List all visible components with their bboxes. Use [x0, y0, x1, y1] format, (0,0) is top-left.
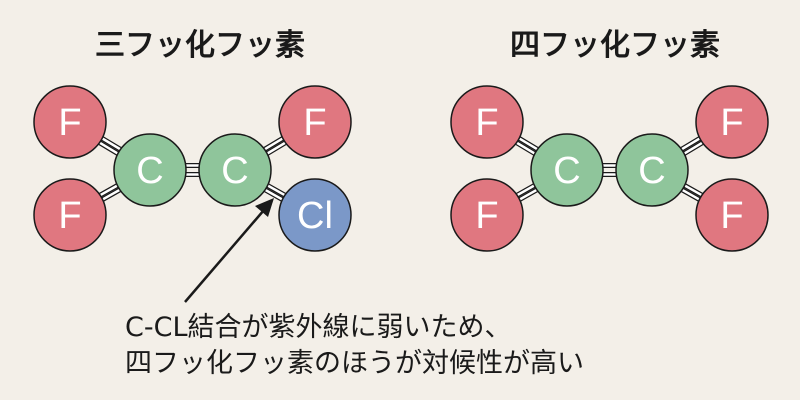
- atom-label: Cl: [297, 195, 333, 237]
- atom-c: C: [113, 133, 187, 207]
- caption-line-2: 四フッ化フッ素のほうが対候性が高い: [125, 348, 584, 379]
- atoms: F F C C F Cl F F C C F F: [33, 85, 769, 252]
- atom-label: C: [221, 150, 248, 192]
- atom-f: F: [278, 85, 352, 159]
- atom-c: C: [198, 133, 272, 207]
- atom-label: F: [58, 102, 81, 144]
- atom-label: F: [720, 195, 743, 237]
- atom-label: C: [136, 150, 163, 192]
- atom-label: F: [475, 195, 498, 237]
- atom-f: F: [450, 85, 524, 159]
- atom-f: F: [695, 85, 769, 159]
- caption-line-1: C-CL結合が紫外線に弱いため、: [125, 312, 512, 343]
- atom-label: C: [638, 150, 665, 192]
- atom-c: C: [615, 133, 689, 207]
- arrow-line: [184, 209, 265, 303]
- atom-f: F: [450, 178, 524, 252]
- atom-label: F: [720, 102, 743, 144]
- atom-label: F: [475, 102, 498, 144]
- title-right: 四フッ化フッ素: [510, 28, 720, 63]
- atom-c: C: [530, 133, 604, 207]
- arrow-head: [255, 198, 274, 217]
- atom-cl: Cl: [278, 178, 352, 252]
- atom-label: C: [553, 150, 580, 192]
- atom-f: F: [33, 178, 107, 252]
- atom-f: F: [33, 85, 107, 159]
- title-left: 三フッ化フッ素: [95, 28, 305, 63]
- atom-f: F: [695, 178, 769, 252]
- atom-label: F: [303, 102, 326, 144]
- atom-label: F: [58, 195, 81, 237]
